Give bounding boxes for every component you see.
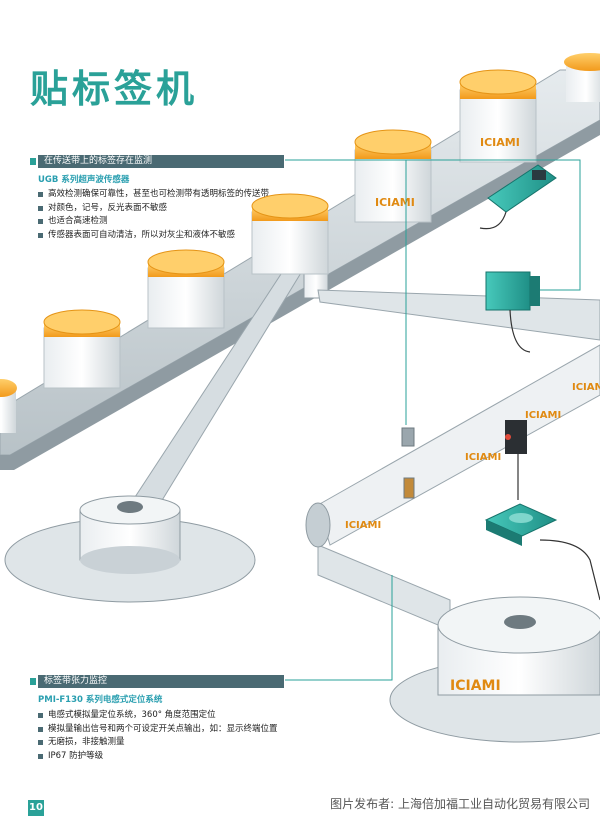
label-strip (305, 289, 600, 631)
list-item: 传感器表面可自动清洁，所以对灰尘和液体不敏感 (38, 229, 269, 243)
bullet-icon (38, 753, 43, 759)
svg-text:ICIAMI: ICIAMI (345, 520, 381, 531)
list-item: 也适合高速检测 (38, 215, 269, 229)
jar (0, 379, 17, 433)
bullet-icon (38, 713, 43, 719)
bullet-icon (38, 726, 43, 732)
jar: ICIAMI (459, 69, 537, 163)
page-number: 10 (28, 800, 44, 816)
cylindrical-sensor-icon (401, 427, 415, 499)
jar (251, 193, 329, 275)
bullet-icon (38, 232, 43, 238)
photo-sensor-icon (505, 420, 527, 454)
jar-row: ICIAMI ICIAMI (0, 53, 600, 433)
svg-text:ICIAMI: ICIAMI (572, 382, 600, 393)
feature-list-ugb: 高效检测确保可靠性，甚至也可检测带有透明标签的传送带 对颜色，记号，反光表面不敏… (38, 188, 269, 242)
page-title: 贴标签机 (30, 66, 199, 111)
box-sensor-icon (485, 271, 540, 311)
svg-text:ICIAMI: ICIAMI (375, 196, 415, 209)
jar (147, 249, 225, 329)
svg-text:ICIAMI: ICIAMI (525, 410, 561, 421)
list-item: IP67 防护等级 (38, 750, 278, 764)
svg-text:ICIAMI: ICIAMI (465, 452, 501, 463)
section-subtitle-pmi: PMI-F130 系列电感式定位系统 (38, 695, 163, 705)
list-item: 模拟量输出信号和两个可设定开关点输出，如：显示终端位置 (38, 723, 278, 737)
jar: ICIAMI (354, 129, 432, 223)
jar (564, 53, 600, 102)
svg-text:ICIAMI: ICIAMI (480, 136, 520, 149)
list-item: 无磨损，非接触测量 (38, 736, 278, 750)
section-heading-label-presence: 在传送带上的标签存在监测 (30, 155, 284, 168)
bullet-icon (38, 219, 43, 225)
inductive-positioning-sensor-icon (484, 503, 558, 546)
list-item: 高效检测确保可靠性，甚至也可检测带有透明标签的传送带 (38, 188, 269, 202)
section-subtitle-ugb: UGB 系列超声波传感器 (38, 175, 130, 185)
bullet-icon (38, 192, 43, 198)
right-reel: ICIAMI (389, 596, 600, 743)
jar (43, 309, 121, 389)
feature-list-pmi: 电感式模拟量定位系统，360° 角度范围定位 模拟量输出信号和两个可设定开关点输… (38, 709, 278, 763)
section-heading-tension: 标签带张力监控 (30, 675, 284, 688)
strip-labels: ICIAMI ICIAMI ICIAMI ICIAMI (345, 382, 600, 531)
image-credit: 图片发布者: 上海倍加福工业自动化贸易有限公司 (330, 797, 590, 811)
bullet-icon (38, 205, 43, 211)
left-reel (4, 495, 256, 603)
list-item: 电感式模拟量定位系统，360° 角度范围定位 (38, 709, 278, 723)
cables (479, 211, 600, 601)
ultrasonic-sensor-icon (487, 164, 557, 213)
callout-lines (285, 159, 581, 681)
list-item: 对颜色，记号，反光表面不敏感 (38, 202, 269, 216)
bullet-icon (38, 740, 43, 746)
reel-brand-label: ICIAMI (450, 678, 501, 694)
